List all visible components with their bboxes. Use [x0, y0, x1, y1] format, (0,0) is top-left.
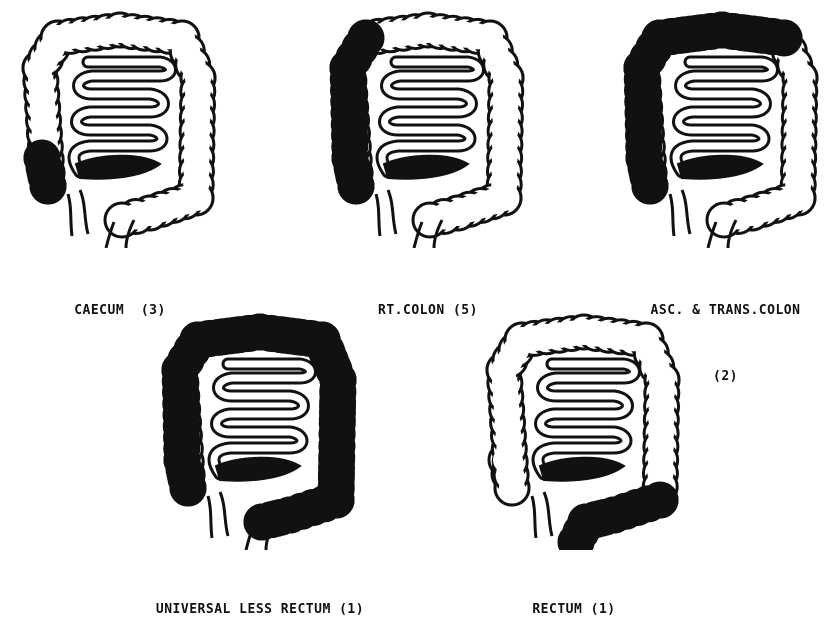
colon-illustration-rectum	[474, 310, 694, 550]
caption-rectum-line1: RECTUM (1)	[474, 599, 674, 621]
colon-diagram-universal	[150, 310, 370, 550]
colon-diagram-rectum	[474, 310, 694, 550]
colon-illustration-asc-trans	[612, 8, 832, 248]
colon-diagram-rt-colon	[318, 8, 538, 248]
caption-universal-line1: UNIVERSAL LESS RECTUM (1)	[100, 599, 420, 621]
caption-universal: UNIVERSAL LESS RECTUM (1)	[100, 555, 420, 643]
colon-illustration-rt-colon	[318, 8, 538, 248]
colon-illustration-caecum	[10, 8, 230, 248]
colon-diagram-caecum	[10, 8, 230, 248]
colon-illustration-universal	[150, 310, 370, 550]
colon-diagram-asc-trans	[612, 8, 832, 248]
caption-rectum: RECTUM (1)	[474, 555, 674, 643]
